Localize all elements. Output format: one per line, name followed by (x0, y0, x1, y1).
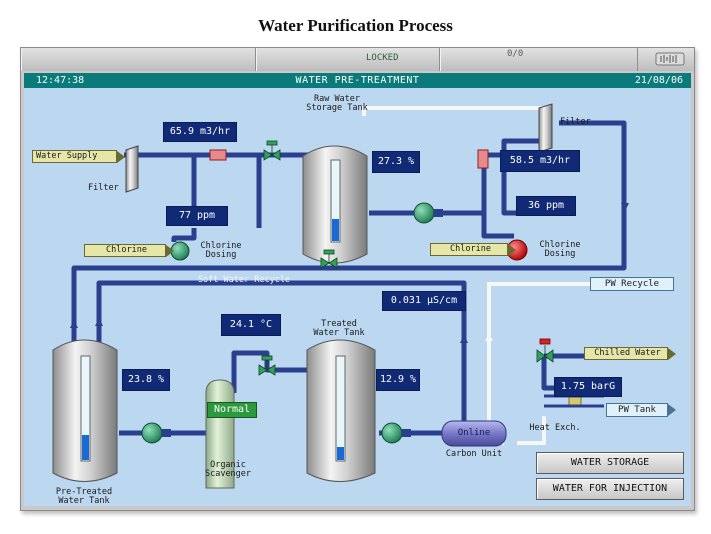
raw-tank-level-readout[interactable]: 27.3 % (372, 151, 420, 173)
pump-pre-treated (141, 422, 171, 444)
pre-treated-level-readout[interactable]: 23.8 % (122, 369, 170, 391)
right-flow-readout[interactable]: 58.5 m3/hr (500, 150, 580, 172)
filter-left (125, 145, 139, 193)
screen-title: WATER PRE-TREATMENT (295, 75, 420, 86)
pw-tank-arrow (668, 404, 676, 416)
scavenger-status: Normal (207, 402, 257, 418)
chlorine-tag-left-arrow (166, 245, 174, 257)
filter-right (538, 103, 553, 153)
status-segment-2 (256, 48, 440, 71)
soft-water-recycle-label: Soft Water Recycle (197, 275, 291, 285)
right-chlorine-ppm-readout[interactable]: 36 ppm (516, 196, 576, 216)
raw-water-tank (302, 145, 368, 264)
network-icon[interactable] (655, 52, 685, 66)
carbon-unit-label: Carbon Unit (445, 449, 503, 459)
chlorine-tag-right: Chlorine (430, 243, 508, 256)
conductivity-readout[interactable]: 0.031 µS/cm (382, 291, 466, 311)
temperature-readout[interactable]: 24.1 °C (221, 314, 281, 336)
chilled-water-arrow (668, 348, 676, 360)
inlet-chlorine-ppm-readout[interactable]: 77 ppm (166, 206, 228, 226)
locked-status: LOCKED (366, 53, 399, 63)
pump-treated (381, 422, 411, 444)
pre-treated-tank (52, 339, 118, 482)
chlorine-tag-right-arrow (508, 244, 516, 256)
carbon-unit-status: Online (457, 428, 491, 438)
document-title: Water Purification Process (258, 16, 453, 35)
heat-exchanger-label: Heat Exch. (529, 423, 581, 433)
inlet-flow-readout[interactable]: 65.9 m3/hr (163, 122, 237, 142)
alarm-count: 0/0 (507, 49, 524, 59)
chlorine-tag-left: Chlorine (84, 244, 166, 257)
right-filter-label: Filter (560, 117, 591, 127)
status-segment-3 (440, 48, 638, 71)
status-segment-1 (21, 48, 256, 71)
treated-level-readout[interactable]: 12.9 % (376, 369, 420, 391)
status-strip: LOCKED 0/0 (21, 48, 694, 71)
pw-tank-tag: PW Tank (606, 403, 668, 417)
carbon-unit (441, 420, 507, 447)
heat-exchanger-pressure-readout[interactable]: 1.75 barG (554, 377, 622, 397)
clock-time: 12:47:38 (36, 75, 85, 86)
water-storage-button[interactable]: WATER STORAGE (536, 452, 684, 474)
clock-date: 21/08/06 (634, 75, 683, 86)
treated-tank (306, 339, 376, 482)
pump-raw (413, 202, 443, 224)
water-supply-tag: Water Supply (32, 150, 117, 163)
inlet-filter-label: Filter (88, 183, 119, 193)
water-for-injection-button[interactable]: WATER FOR INJECTION (536, 478, 684, 500)
water-supply-arrow (117, 151, 125, 163)
screen-title-bar: WATER PRE-TREATMENT 12:47:38 21/08/06 (24, 73, 691, 88)
hmi-screen: LOCKED 0/0 WATER PRE-TREATMENT 12:47:38 … (20, 47, 695, 511)
pw-recycle-tag: PW Recycle (590, 277, 674, 291)
chilled-water-tag: Chilled Water (584, 347, 668, 360)
